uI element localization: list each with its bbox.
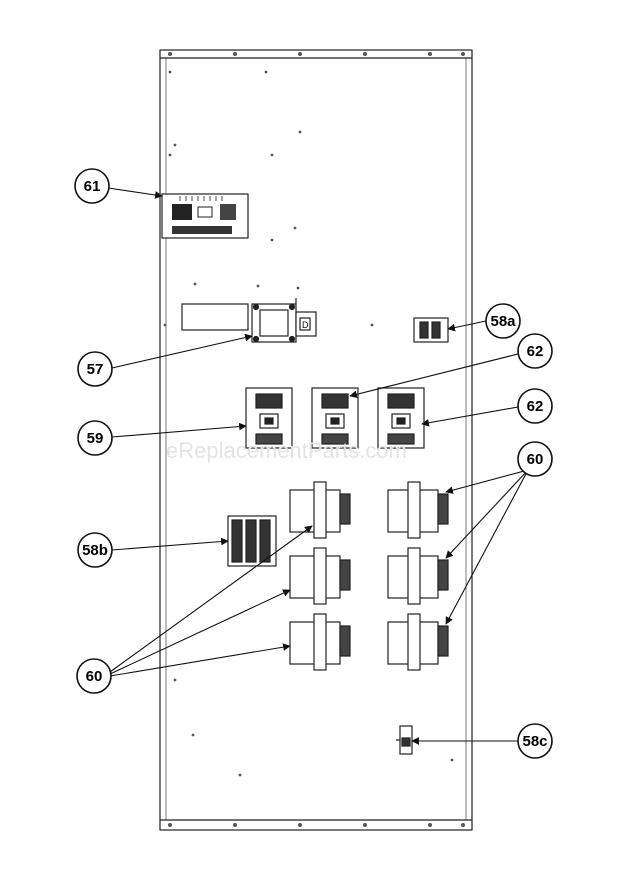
svg-text:61: 61	[84, 178, 101, 195]
control-panel	[159, 49, 473, 831]
svg-text:60: 60	[86, 668, 103, 685]
svg-text:58b: 58b	[82, 542, 108, 559]
svg-text:59: 59	[87, 430, 104, 447]
capacitor-right-1	[387, 481, 449, 539]
ground-lug-58c	[396, 725, 413, 755]
callout-62-bottom: 62	[517, 388, 553, 424]
callout-58c: 58c	[517, 723, 553, 759]
callout-61: 61	[74, 168, 110, 204]
svg-text:62: 62	[527, 343, 544, 360]
capacitors	[289, 481, 449, 671]
callout-58a: 58a	[485, 303, 521, 339]
capacitor-right-2	[387, 547, 449, 605]
callout-58b: 58b	[77, 532, 113, 568]
control-board	[161, 193, 249, 239]
watermark-text: eReplacementParts.com	[166, 438, 407, 463]
capacitor-left-2	[289, 547, 351, 605]
contactor-label: D	[302, 320, 309, 330]
panel-screws	[163, 52, 465, 827]
capacitor-left-1	[289, 481, 351, 539]
fuse-block-58a	[413, 317, 449, 343]
fuse-block-58b	[227, 515, 277, 567]
callout-59: 59	[77, 420, 113, 456]
transformer: D	[181, 298, 317, 343]
contactor-62-right	[377, 387, 425, 449]
capacitor-right-3	[387, 613, 449, 671]
leader-lines	[107, 187, 529, 745]
contactor-59	[245, 387, 293, 449]
svg-text:62: 62	[527, 398, 544, 415]
svg-text:58a: 58a	[490, 313, 516, 330]
svg-text:58c: 58c	[522, 733, 547, 750]
capacitor-left-3	[289, 613, 351, 671]
callout-60-right: 60	[517, 441, 553, 477]
svg-text:60: 60	[527, 451, 544, 468]
callout-62-top: 62	[517, 333, 553, 369]
callout-57: 57	[77, 351, 113, 387]
callout-60-left: 60	[76, 658, 112, 694]
svg-text:57: 57	[87, 361, 104, 378]
